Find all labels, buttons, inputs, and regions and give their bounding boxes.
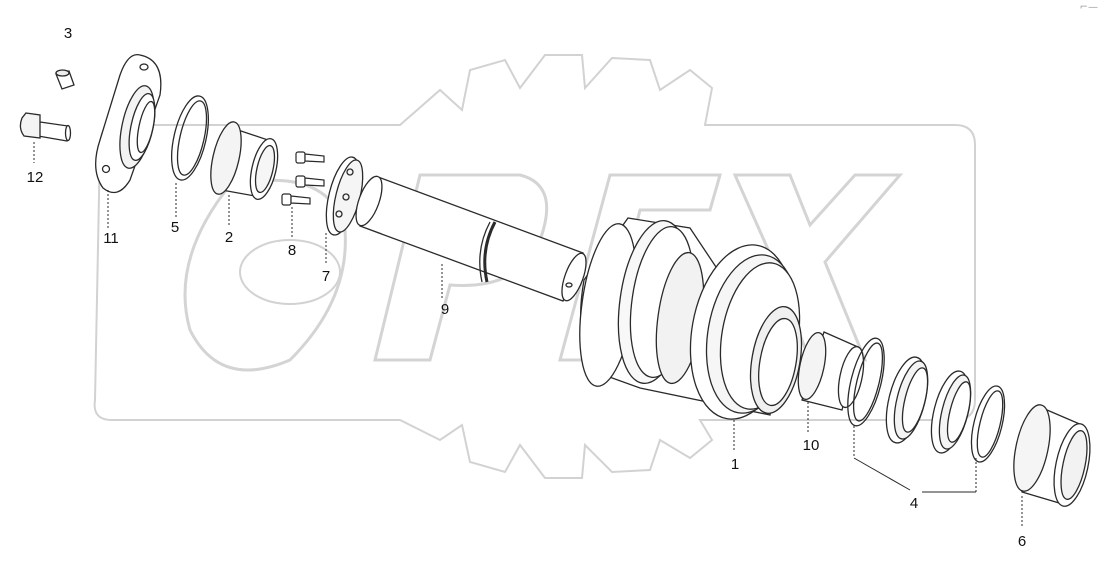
callout-6: 6 bbox=[1018, 533, 1026, 550]
part-11-flange bbox=[95, 54, 162, 194]
callout-9: 9 bbox=[441, 301, 449, 318]
callout-4: 4 bbox=[910, 495, 918, 512]
part-7-plate bbox=[325, 156, 364, 236]
corner-mark: ⌐— bbox=[1079, 2, 1098, 13]
callout-1: 1 bbox=[731, 456, 739, 473]
callout-7: 7 bbox=[322, 268, 330, 285]
callout-10: 10 bbox=[803, 437, 820, 454]
part-4-seal-group bbox=[847, 337, 1006, 463]
part-9-shaft bbox=[355, 175, 587, 302]
part-12-bolt bbox=[19, 112, 72, 142]
callout-12: 12 bbox=[27, 169, 44, 186]
callout-8: 8 bbox=[288, 242, 296, 259]
callout-3: 3 bbox=[64, 25, 72, 42]
callout-5: 5 bbox=[171, 219, 179, 236]
part-6-end-cap bbox=[1013, 404, 1091, 507]
screw-3 bbox=[281, 193, 311, 206]
screw-1 bbox=[295, 151, 325, 164]
screw-2 bbox=[295, 175, 325, 188]
part-1-roller bbox=[579, 217, 803, 420]
leader-4-bracket bbox=[853, 426, 977, 493]
part-2-sleeve bbox=[210, 121, 279, 200]
part-3-cap bbox=[55, 69, 75, 90]
callout-2: 2 bbox=[225, 229, 233, 246]
part-8-screws bbox=[281, 151, 325, 206]
callout-11: 11 bbox=[103, 230, 119, 247]
part-5-o-ring bbox=[171, 95, 209, 181]
